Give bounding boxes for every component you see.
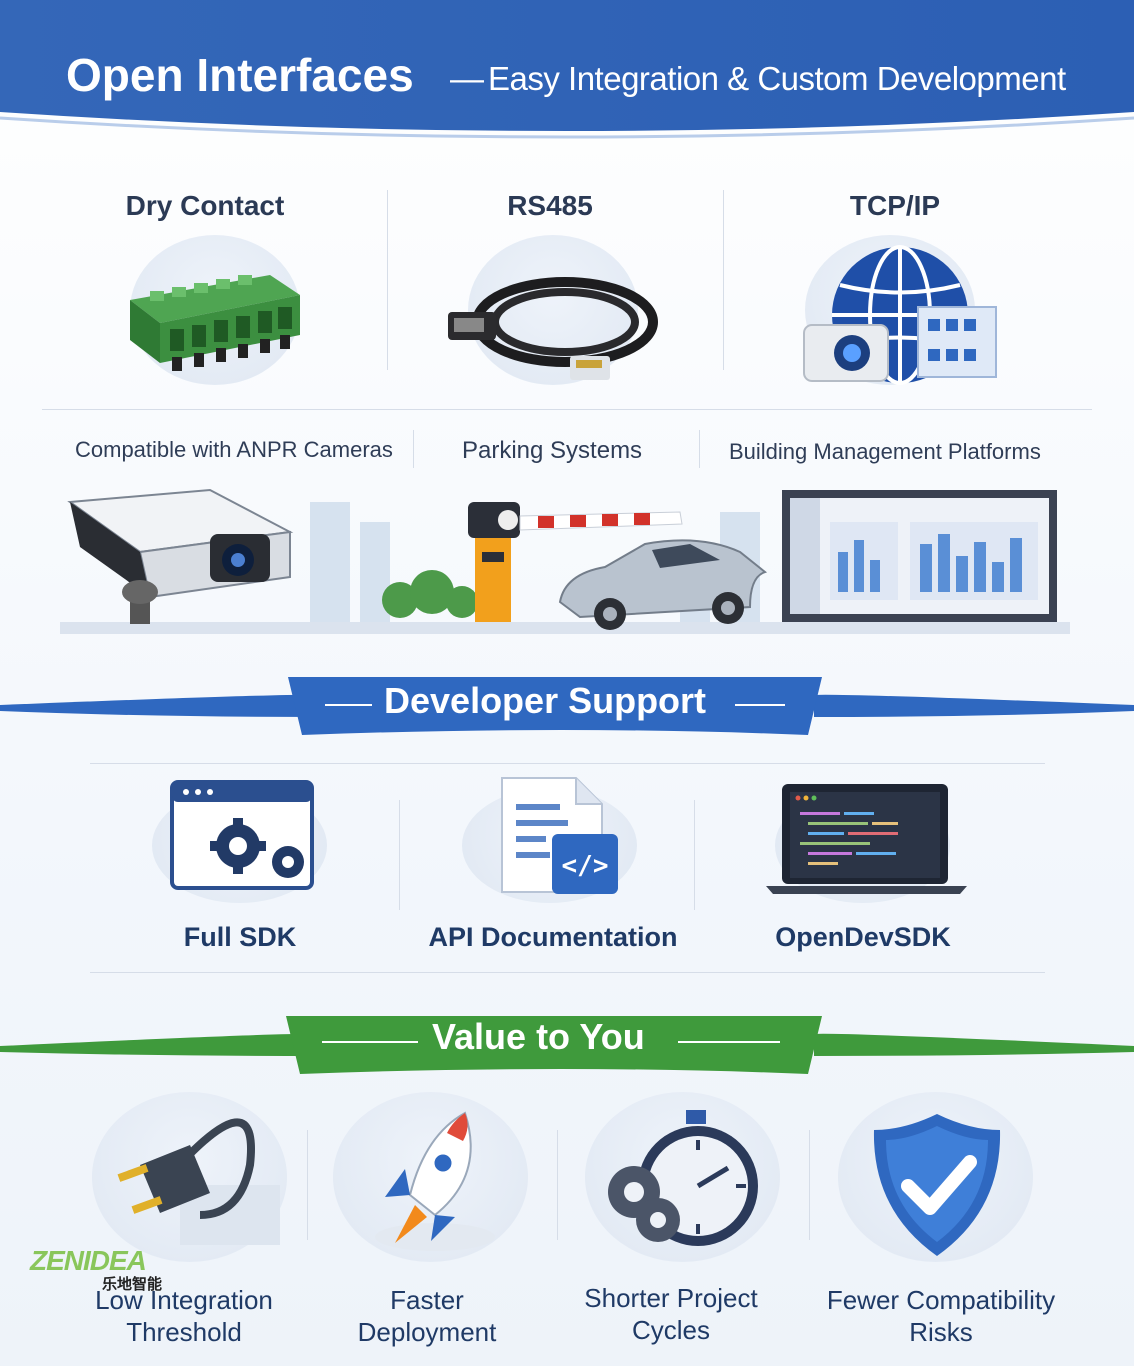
interface-dry-contact-label: Dry Contact xyxy=(125,190,285,221)
value-faster-deployment-label: Faster Deployment xyxy=(357,1285,497,1347)
section-divider xyxy=(90,763,1045,764)
column-divider xyxy=(809,1130,810,1240)
code-document-icon: </> xyxy=(501,777,618,894)
integration-scene xyxy=(60,488,1070,634)
terminal-block-icon xyxy=(130,275,300,371)
column-divider xyxy=(307,1130,308,1240)
column-divider xyxy=(413,430,414,468)
column-divider xyxy=(399,800,400,910)
stopwatch-icon xyxy=(608,1110,758,1246)
section-divider xyxy=(90,972,1045,973)
laptop-code-icon xyxy=(766,784,967,894)
page-title: Open Interfaces xyxy=(66,49,414,101)
cable-icon xyxy=(448,277,658,380)
column-divider xyxy=(387,190,388,370)
full-sdk-label: Full SDK xyxy=(183,922,297,952)
building-platforms-label: Building Management Platforms xyxy=(729,439,1041,464)
car-icon xyxy=(558,539,768,630)
value-low-integration-label: Low Integration Threshold xyxy=(95,1285,273,1347)
column-divider xyxy=(694,800,695,910)
developer-support-title: Developer Support xyxy=(384,680,707,721)
interface-rs485-label: RS485 xyxy=(507,190,593,221)
value-ribbon xyxy=(0,1016,1134,1074)
brand-logo: ZENIDEA 乐地智能 xyxy=(30,1245,163,1293)
anpr-camera-icon xyxy=(67,488,294,624)
page-subtitle: Easy Integration & Custom Development xyxy=(488,60,1066,97)
column-divider xyxy=(723,190,724,370)
dashboard-monitor-icon xyxy=(782,490,1057,622)
opendevsdk-label: OpenDevSDK xyxy=(775,922,951,952)
column-divider xyxy=(699,430,700,468)
value-fewer-risks-label: Fewer Compatibility Risks xyxy=(826,1285,1056,1347)
developer-ribbon xyxy=(0,677,1134,735)
parking-systems-label: Parking Systems xyxy=(462,437,643,464)
value-to-you-title: Value to You xyxy=(432,1016,645,1057)
rocket-icon xyxy=(375,1111,495,1251)
gear-window-icon xyxy=(170,780,314,890)
globe-network-icon xyxy=(803,245,997,385)
interface-tcpip-label: TCP/IP xyxy=(849,190,941,221)
parking-barrier-icon xyxy=(468,502,683,622)
section-divider xyxy=(42,409,1092,410)
header-banner xyxy=(0,0,1134,139)
title-separator: — xyxy=(450,60,484,98)
shield-check-icon xyxy=(873,1114,1001,1256)
value-shorter-cycles-label: Shorter Project Cycles xyxy=(584,1283,758,1345)
compatible-anpr-label: Compatible with ANPR Cameras xyxy=(75,437,393,462)
svg-text:</>: </> xyxy=(562,851,609,881)
plug-icon xyxy=(117,1118,280,1245)
api-documentation-label: API Documentation xyxy=(428,922,678,952)
column-divider xyxy=(557,1130,558,1240)
